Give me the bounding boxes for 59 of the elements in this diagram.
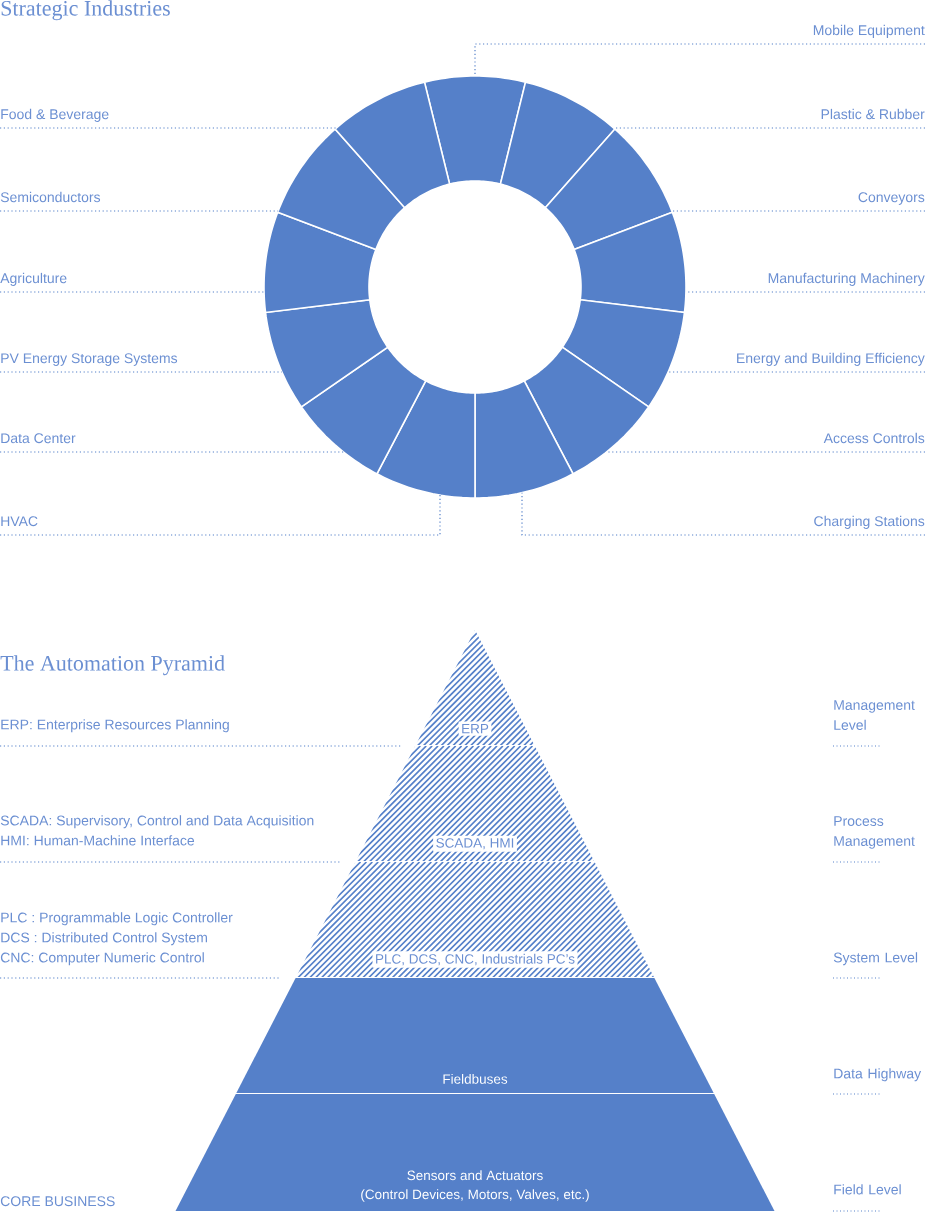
leader-line [613, 127, 926, 129]
industry-label: PV Energy Storage Systems [1, 353, 178, 366]
level-label: System Level [833, 952, 918, 966]
industry-label: Semiconductors [0, 191, 101, 203]
node-label: (Control Devices, Motors, Valves, etc.) [361, 1189, 589, 1202]
ring-segment [573, 211, 687, 314]
pyramid-level: Sensors and Actuators (Control Devices, Motors, Valves, etc.) [173, 1094, 777, 1212]
industry-label: Mobile Equipment [813, 24, 925, 38]
industry-label: HVAC [1, 516, 38, 527]
node-label: Sensors and Actuators [407, 1170, 543, 1181]
definition-text: PLC : Programmable Logic Controller DCS : Distributed Control System CNC: Computer Numeric Control [0, 912, 233, 966]
definition-text: SCADA: Supervisory, Control and Data Acquisition HMI: Human-Machine Interface [0, 815, 314, 846]
ring-segment [544, 127, 674, 251]
industry-label: Energy and Building Efficiency [737, 352, 925, 366]
leader-line [0, 210, 279, 212]
industry-label: Manufacturing Machinery [768, 272, 925, 286]
level-label: Management Level [834, 700, 915, 730]
pyramid-level: ERP [413, 630, 537, 747]
ring-segment [423, 75, 527, 186]
leader-line [0, 745, 401, 747]
leader-line [0, 977, 282, 979]
ring-segment [474, 379, 575, 499]
node-label: Fieldbuses [443, 1073, 508, 1084]
section-heading: Strategic Industries [1, 0, 170, 21]
level-label: Process Management [834, 816, 915, 849]
leader-line [0, 371, 283, 373]
node-label: SCADA, HMI [436, 838, 514, 850]
leader-line [474, 43, 926, 77]
industry-label: Charging Stations [814, 515, 925, 529]
leader-line [0, 451, 345, 453]
industry-label: Agriculture [0, 272, 67, 286]
pyramid-level: SCADA, HMI [353, 746, 597, 863]
leader-line [667, 371, 926, 373]
leader-line [0, 861, 341, 863]
level-label: Field Level [834, 1184, 901, 1195]
leader-line [0, 127, 337, 129]
ring-segment [333, 81, 451, 209]
ring-segment [561, 298, 686, 408]
leader-line [0, 291, 265, 293]
leader-line [0, 494, 441, 536]
industry-label: Plastic & Rubber [821, 108, 925, 120]
node-label: PLC, DCS, CNC, Industrials PC’s [376, 953, 575, 966]
industry-label: Food & Beverage [1, 108, 109, 122]
pyramid-level: Fieldbuses [233, 978, 717, 1095]
node-label: ERP [462, 724, 489, 734]
leader-line [521, 492, 926, 536]
ring-segment [300, 346, 427, 475]
level-label: Data Highway [834, 1068, 922, 1082]
section-heading: The Automation Pyramid [0, 655, 225, 676]
footer-label: CORE BUSINESS [0, 1196, 115, 1207]
industry-label: Data Center [1, 433, 76, 444]
definition-text: ERP: Enterprise Resources Planning [1, 719, 229, 733]
industry-label: Conveyors [858, 192, 925, 205]
pyramid-level: PLC, DCS, CNC, Industrials PC’s [293, 862, 657, 979]
ring-segment [264, 298, 389, 408]
leader-line [671, 210, 926, 212]
ring-segment [523, 346, 650, 475]
industry-label: Access Controls [823, 432, 925, 444]
ring-segment [263, 211, 377, 314]
